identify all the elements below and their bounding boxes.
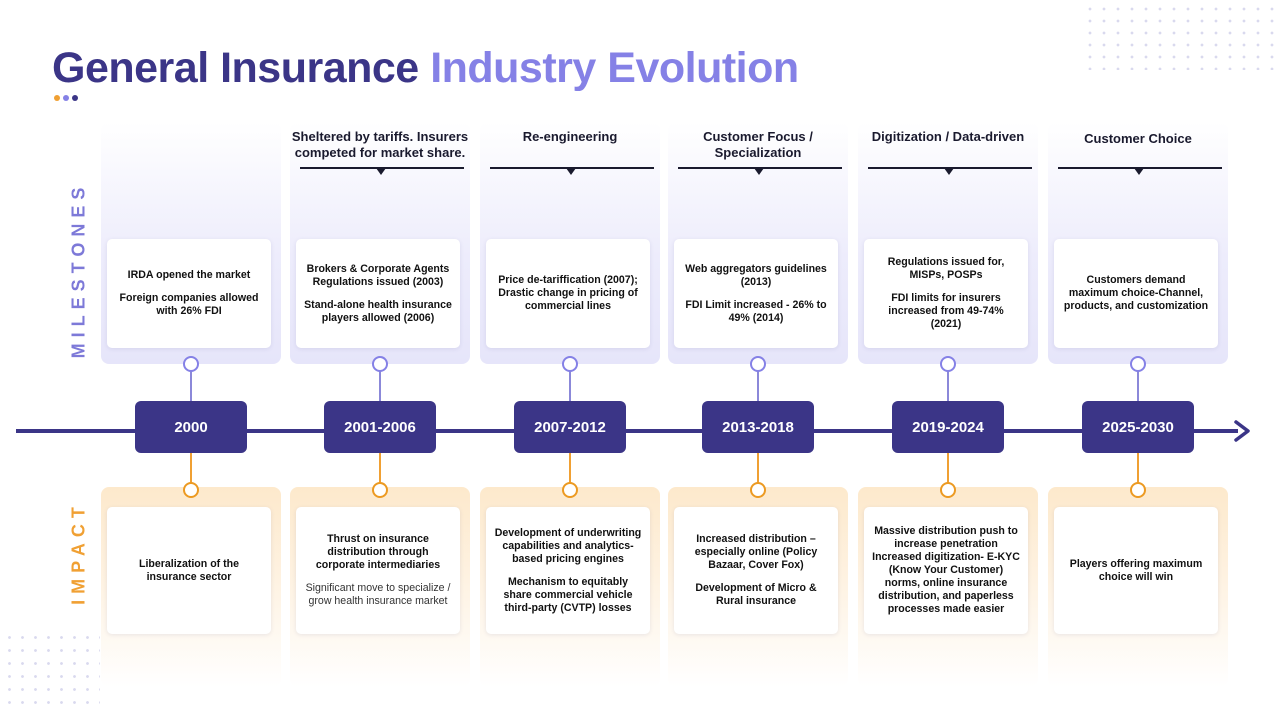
milestone-text: Foreign companies allowed with 26% FDI <box>119 292 259 317</box>
connector-line <box>1137 371 1139 403</box>
decorative-dot-grid-bottom-left <box>0 628 100 708</box>
connector-line <box>190 371 192 403</box>
milestone-card: Web aggregators guidelines (2013) FDI Lim… <box>674 239 838 348</box>
impact-card: Massive distribution push to increase pe… <box>864 507 1028 634</box>
milestone-text: FDI limits for insurers increased from 4… <box>888 292 1004 330</box>
phase-title: Digitization / Data-driven <box>871 129 1025 144</box>
connector-line <box>947 371 949 403</box>
title-accent-dots <box>54 95 78 101</box>
impact-node-icon <box>562 482 578 498</box>
year-badge: 2025-2030 <box>1082 401 1194 453</box>
caret-down-icon <box>1134 168 1144 175</box>
impact-label: IMPACT <box>68 501 89 605</box>
impact-text: Mechanism to equitably share commercial … <box>503 575 633 614</box>
phase-title: Sheltered by tariffs. Insurers competed … <box>291 129 469 160</box>
milestone-node-icon <box>750 356 766 372</box>
milestone-card: Customers demand maximum choice-Channel,… <box>1054 239 1218 348</box>
decorative-dot-grid-top-right <box>1080 0 1280 70</box>
phase-title: Customer Choice <box>1084 131 1192 146</box>
connector-line <box>1137 453 1139 483</box>
milestone-node-icon <box>372 356 388 372</box>
year-badge: 2000 <box>135 401 247 453</box>
caret-down-icon <box>944 168 954 175</box>
impact-node-icon <box>183 482 199 498</box>
connector-line <box>379 371 381 403</box>
impact-text: Liberalization of the insurance sector <box>138 557 240 583</box>
milestone-text: Price de-tariffication (2007); Drastic c… <box>498 274 638 312</box>
accent-dot <box>72 95 78 101</box>
milestones-label: MILESTONES <box>68 181 89 359</box>
impact-card: Players offering maximum choice will win <box>1054 507 1218 634</box>
milestone-node-icon <box>940 356 956 372</box>
impact-text: Thrust on insurance distribution through… <box>315 533 441 571</box>
title-part-2: Industry Evolution <box>430 44 799 92</box>
impact-card: Thrust on insurance distribution through… <box>296 507 460 634</box>
milestone-card: Price de-tariffication (2007); Drastic c… <box>486 239 650 348</box>
accent-dot <box>54 95 60 101</box>
impact-text: Development of Micro & Rural insurance <box>695 582 817 607</box>
year-badge: 2013-2018 <box>702 401 814 453</box>
milestone-node-icon <box>562 356 578 372</box>
milestone-node-icon <box>1130 356 1146 372</box>
caret-down-icon <box>754 168 764 175</box>
phase-title: Re-engineering <box>522 129 618 144</box>
timeline-column: Sheltered by tariffs. Insurers competed … <box>290 0 470 720</box>
milestone-node-icon <box>183 356 199 372</box>
connector-line <box>569 371 571 403</box>
connector-line <box>947 453 949 483</box>
milestone-text: Regulations issued for, MISPs, POSPs <box>887 256 1005 281</box>
connector-line <box>757 371 759 403</box>
timeline-axis <box>16 429 1238 433</box>
year-badge: 2001-2006 <box>324 401 436 453</box>
page-title: General Insurance Industry Evolution <box>52 44 799 93</box>
connector-line <box>379 453 381 483</box>
year-badge: 2019-2024 <box>892 401 1004 453</box>
milestone-text: Customers demand maximum choice-Channel,… <box>1063 274 1209 312</box>
year-badge: 2007-2012 <box>514 401 626 453</box>
impact-node-icon <box>372 482 388 498</box>
impact-card: Development of underwriting capabilities… <box>486 507 650 634</box>
caret-down-icon <box>376 168 386 175</box>
impact-text: Development of underwriting capabilities… <box>494 526 642 565</box>
phase-title: Customer Focus / Specialization <box>703 129 813 160</box>
connector-line <box>569 453 571 483</box>
connector-line <box>190 453 192 483</box>
impact-node-icon <box>750 482 766 498</box>
title-part-1: General Insurance <box>52 44 419 92</box>
caret-down-icon <box>566 168 576 175</box>
impact-note: Significant move to specialize / grow he… <box>305 582 451 607</box>
impact-text: Increased distribution – especially onli… <box>694 533 818 571</box>
milestone-text: Web aggregators guidelines (2013) <box>685 262 827 288</box>
impact-text: Players offering maximum choice will win <box>1069 557 1203 583</box>
accent-dot <box>63 95 69 101</box>
impact-node-icon <box>940 482 956 498</box>
milestone-text: Brokers & Corporate Agents Regulations i… <box>306 262 450 288</box>
milestone-text: FDI Limit increased - 26% to 49% (2014) <box>685 298 827 324</box>
milestone-text: Stand-alone health insurance players all… <box>304 298 452 324</box>
impact-card: Increased distribution – especially onli… <box>674 507 838 634</box>
impact-text: Massive distribution push to increase pe… <box>872 525 1020 615</box>
milestone-text: IRDA opened the market <box>127 269 251 281</box>
impact-node-icon <box>1130 482 1146 498</box>
milestone-card: Brokers & Corporate Agents Regulations i… <box>296 239 460 348</box>
impact-card: Liberalization of the insurance sector <box>107 507 271 634</box>
connector-line <box>757 453 759 483</box>
timeline-arrow-icon <box>1234 420 1250 442</box>
